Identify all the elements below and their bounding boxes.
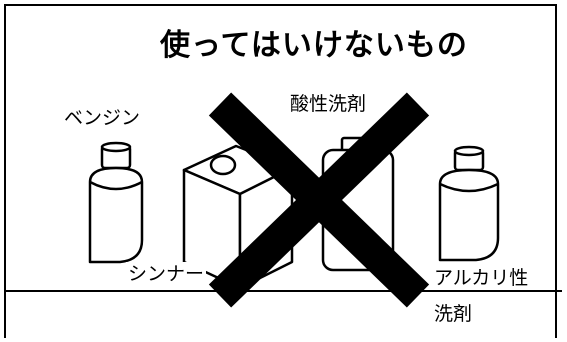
label-acid-detergent: 酸性洗剤: [290, 93, 367, 115]
prohibition-x-mark: [208, 92, 430, 308]
diagram-title: 使ってはいけないもの: [160, 28, 468, 63]
label-alkaline-detergent-line1: アルカリ性: [434, 267, 529, 289]
label-alkaline-detergent-line2: 洗剤: [434, 303, 473, 325]
label-thinner: シンナー: [126, 262, 207, 287]
label-benzine: ベンジン: [64, 107, 141, 129]
alkaline-detergent-bottle-icon: [438, 145, 500, 262]
benzine-bottle-icon: [88, 141, 144, 264]
bottom-rule: [4, 290, 562, 292]
